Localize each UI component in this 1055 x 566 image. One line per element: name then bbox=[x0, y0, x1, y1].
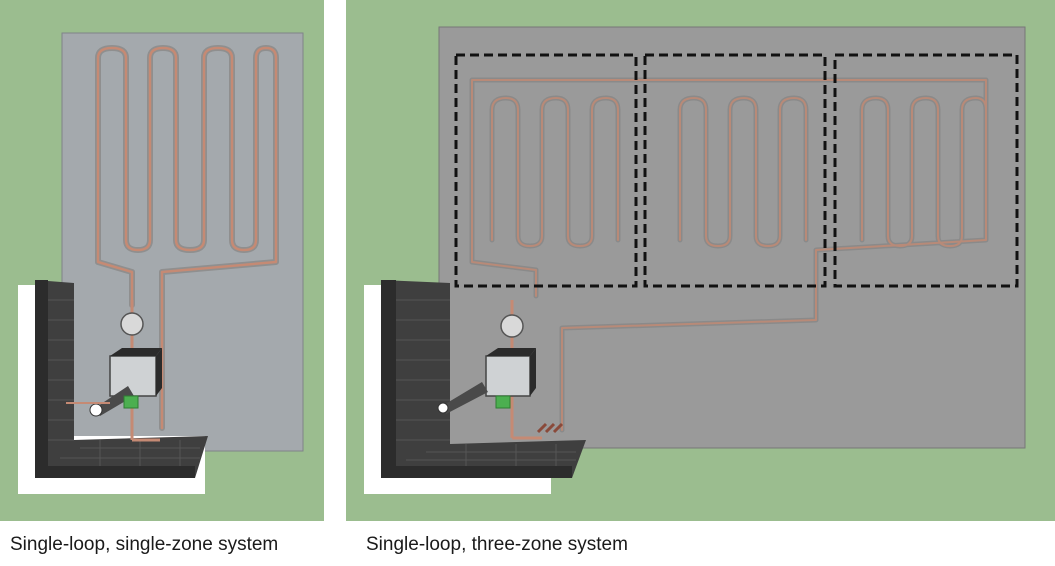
caption-single-zone: Single-loop, single-zone system bbox=[10, 534, 279, 555]
heating-loop bbox=[95, 45, 279, 431]
boiler-assembly bbox=[437, 300, 564, 440]
pressure-gauge bbox=[120, 312, 144, 336]
zone-valves bbox=[536, 422, 564, 434]
caption-three-zone: Single-loop, three-zone system bbox=[366, 534, 628, 555]
zone-3-outline bbox=[833, 53, 1019, 288]
boiler-unit bbox=[485, 355, 531, 397]
three-zone-illustration bbox=[364, 26, 1026, 494]
pressure-gauge bbox=[500, 314, 524, 338]
three-zone-panel bbox=[346, 0, 1055, 521]
boiler-assembly bbox=[66, 300, 162, 442]
wall-corner bbox=[18, 280, 208, 494]
circulator-pump bbox=[123, 395, 139, 409]
zone-2-outline bbox=[643, 53, 827, 288]
wall-corner bbox=[364, 280, 586, 494]
floor-slab bbox=[61, 32, 304, 452]
boiler-unit bbox=[109, 355, 157, 397]
zone-outlines bbox=[454, 53, 1019, 288]
single-zone-illustration bbox=[18, 32, 304, 494]
zone-1-outline bbox=[454, 53, 638, 288]
heating-loop bbox=[469, 77, 989, 433]
single-zone-panel bbox=[0, 0, 324, 521]
circulator-pump bbox=[495, 395, 511, 409]
